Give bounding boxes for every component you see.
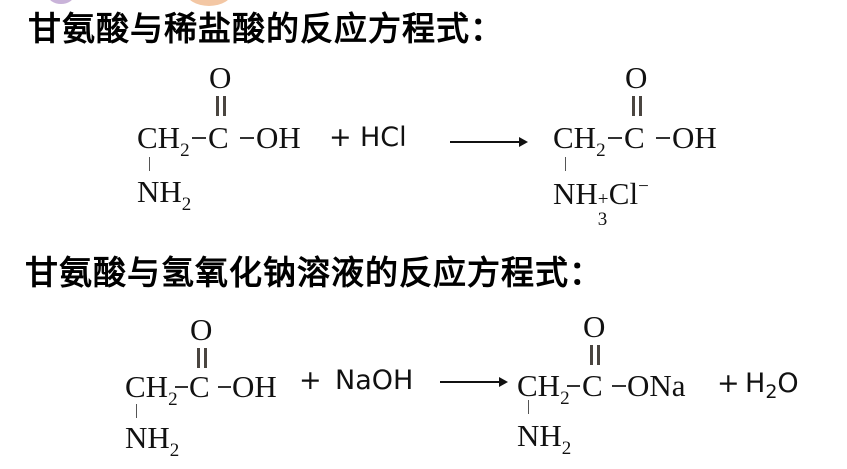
carbonyl-oxygen: O [625,60,648,95]
decorative-purple-shape [48,0,74,4]
ch2-group: CH2 [125,369,178,410]
hydroxyl-group: OH [232,369,277,404]
carbonyl-oxygen: O [209,60,232,95]
sodium-carboxylate-group: ONa [627,368,686,403]
single-bond [612,385,626,387]
single-bond-vertical [136,404,137,418]
reaction-arrow [450,137,528,147]
single-bond [567,385,580,387]
plus-sign: + [299,365,322,396]
reagent-naoh: NaOH [335,365,414,396]
single-bond-vertical [565,157,566,171]
plus-sign: + [329,122,352,153]
double-bond [590,345,600,365]
amino-group: NH2 [137,174,192,215]
heading-hcl-reaction: 甘氨酸与稀盐酸的反应方程式： [28,9,504,48]
ch2-group: CH2 [553,120,606,161]
single-bond [218,386,231,388]
decorative-orange-shape [186,0,232,6]
ch2-group: CH2 [517,368,570,409]
heading-naoh-reaction: 甘氨酸与氢氧化钠溶液的反应方程式： [25,253,603,292]
single-bond-vertical [149,157,150,171]
single-bond [175,386,188,388]
byproduct-water: H2O [745,368,799,403]
amino-group: NH2 [125,420,180,461]
carbon-atom: C [208,120,229,155]
double-bond [216,96,226,116]
single-bond [192,137,206,139]
single-bond [608,137,622,139]
double-bond [197,348,207,368]
plus-sign: + [717,368,740,399]
reaction-arrow [440,377,508,387]
ch2-group: CH2 [137,120,190,161]
carbonyl-oxygen: O [190,312,213,347]
reagent-hcl: HCl [360,122,407,153]
carbon-atom: C [624,120,645,155]
hydroxyl-group: OH [672,120,717,155]
carbon-atom: C [189,369,210,404]
carbon-atom: C [582,368,603,403]
carbonyl-oxygen: O [583,309,606,344]
hydroxyl-group: OH [256,120,301,155]
single-bond-vertical [528,400,529,414]
amino-group: NH2 [517,418,572,459]
double-bond [632,96,642,116]
single-bond [240,137,254,139]
single-bond [656,137,670,139]
